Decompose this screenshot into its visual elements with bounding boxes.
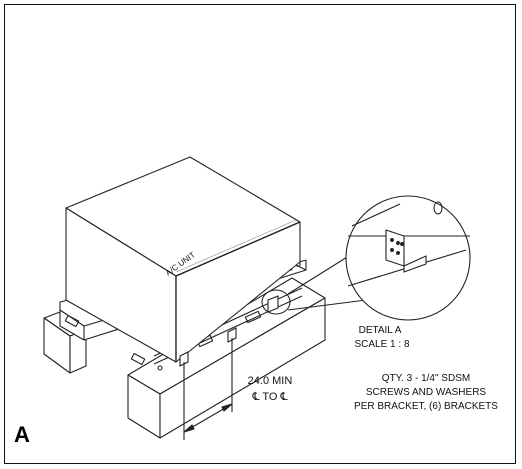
detail-a-view	[345, 195, 471, 321]
note-line-2: SCREWS AND WASHERS	[366, 387, 487, 398]
detail-scale: SCALE 1 : 8	[354, 339, 409, 350]
ac-unit-box	[65, 156, 301, 363]
dimension-reference: ℄ TO ℄	[251, 391, 287, 403]
note-line-1: QTY. 3 - 1/4" SDSM	[382, 373, 470, 384]
dimension-lines	[183, 338, 233, 440]
note-line-3: PER BRACKET, (6) BRACKETS	[354, 401, 498, 412]
panel-letter: A	[14, 422, 30, 447]
dimension-value: 24.0 MIN	[248, 375, 293, 387]
detail-leader-line	[287, 253, 353, 295]
detail-title: DETAIL A	[359, 325, 402, 336]
detail-leader-line-lower	[287, 299, 367, 311]
detail-callout-circle	[261, 289, 291, 315]
mounting-bracket	[179, 295, 279, 367]
